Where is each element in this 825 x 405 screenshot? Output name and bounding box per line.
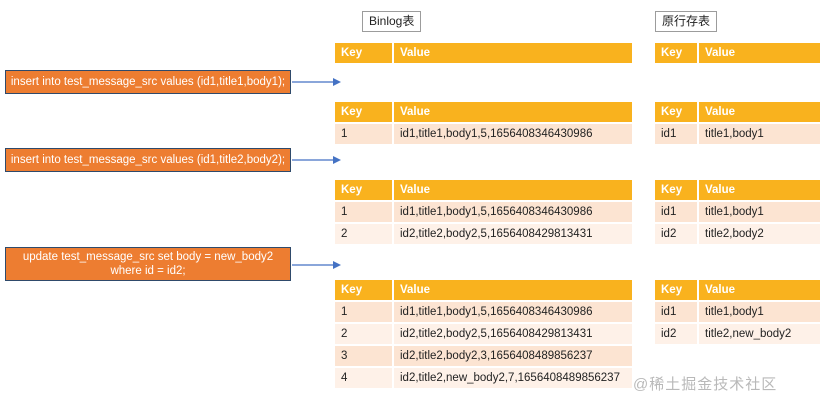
value-cell: title1,body1 — [699, 302, 820, 322]
value-header: Value — [699, 102, 820, 122]
value-header: Value — [699, 280, 820, 300]
key-header: Key — [655, 102, 697, 122]
key-cell: 4 — [335, 368, 392, 388]
value-cell: title2,body2 — [699, 224, 820, 244]
value-header: Value — [394, 102, 632, 122]
insert-statement-1: insert into test_message_src values (id1… — [5, 70, 291, 94]
key-cell: 1 — [335, 302, 392, 322]
key-cell: 1 — [335, 124, 392, 144]
value-cell: id1,title1,body1,5,1656408346430986 — [394, 124, 632, 144]
update-statement-line1: update test_message_src set body = new_b… — [22, 251, 274, 263]
key-header: Key — [655, 280, 697, 300]
arrow-right-icon — [292, 261, 341, 269]
key-cell: 2 — [335, 324, 392, 344]
key-header: Key — [335, 180, 392, 200]
key-cell: 3 — [335, 346, 392, 366]
value-header: Value — [699, 43, 820, 63]
value-cell: id2,title2,body2,5,1656408429813431 — [394, 324, 632, 344]
value-cell: title1,body1 — [699, 124, 820, 144]
arrow-right-icon — [292, 156, 341, 164]
insert-statement-2: insert into test_message_src values (id1… — [5, 148, 291, 172]
update-statement: update test_message_src set body = new_b… — [5, 247, 291, 281]
update-statement-line2: where id = id2; — [110, 265, 186, 277]
watermark: @稀土掘金技术社区 — [633, 376, 778, 393]
key-cell: id2 — [655, 224, 697, 244]
key-cell: id2 — [655, 324, 697, 344]
key-cell: id1 — [655, 202, 697, 222]
value-header: Value — [699, 180, 820, 200]
value-header: Value — [394, 43, 632, 63]
key-cell: id1 — [655, 302, 697, 322]
value-cell: id2,title2,body2,3,1656408489856237 — [394, 346, 632, 366]
value-header: Value — [394, 280, 632, 300]
value-header: Value — [394, 180, 632, 200]
key-header: Key — [655, 43, 697, 63]
value-cell: id2,title2,body2,5,1656408429813431 — [394, 224, 632, 244]
key-header: Key — [335, 43, 392, 63]
value-cell: id2,title2,new_body2,7,1656408489856237 — [394, 368, 632, 388]
arrow-right-icon — [292, 78, 341, 86]
key-cell: id1 — [655, 124, 697, 144]
value-cell: id1,title1,body1,5,1656408346430986 — [394, 202, 632, 222]
key-header: Key — [655, 180, 697, 200]
binlog-table-title: Binlog表 — [362, 11, 422, 32]
value-cell: id1,title1,body1,5,1656408346430986 — [394, 302, 632, 322]
key-header: Key — [335, 102, 392, 122]
key-cell: 1 — [335, 202, 392, 222]
value-cell: title2,new_body2 — [699, 324, 820, 344]
row-table-title: 原行存表 — [655, 11, 718, 32]
key-header: Key — [335, 280, 392, 300]
key-cell: 2 — [335, 224, 392, 244]
value-cell: title1,body1 — [699, 202, 820, 222]
